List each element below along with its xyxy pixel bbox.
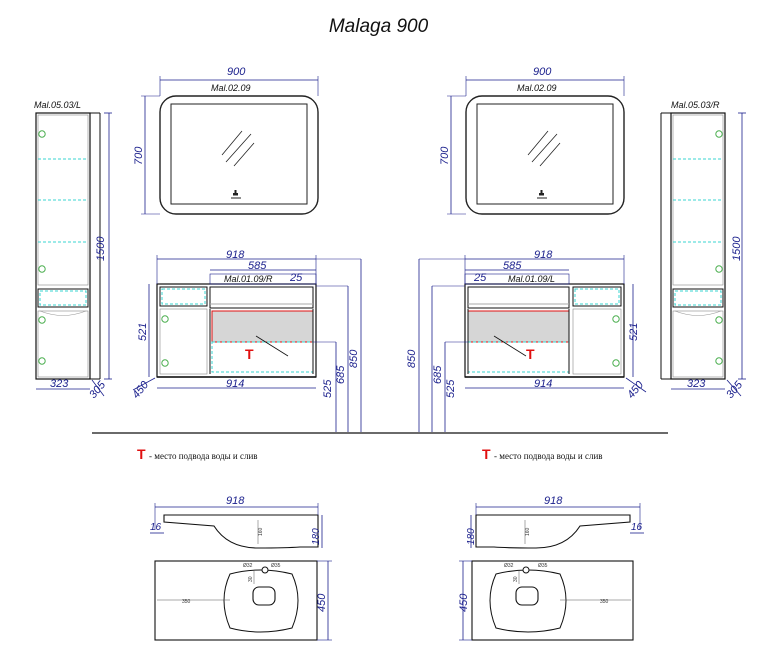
right-vanity-overall-width: 918 [534, 249, 553, 261]
left-vanity-overall-width: 918 [226, 249, 245, 261]
left-water-mark: T [245, 346, 254, 362]
left-column-width: 323 [50, 378, 69, 390]
right-basin-section [475, 514, 631, 549]
right-mirror-height: 700 [439, 146, 451, 165]
left-height-850: 850 [348, 349, 360, 368]
left-height-685: 685 [335, 365, 347, 384]
left-plan-dia1: Ø32 [243, 563, 253, 569]
left-basin-height: 180 [311, 528, 322, 545]
left-plan-small: 30 [248, 576, 254, 582]
right-legend-mark: T [482, 446, 491, 462]
left-vanity-code: Mal.01.09/R [224, 274, 273, 284]
left-column-height: 1500 [95, 236, 107, 261]
right-basin-thickness: 16 [631, 522, 643, 533]
left-column-depth: 305 [87, 378, 109, 400]
left-basin-section [163, 514, 319, 549]
page-title: Malaga 900 [328, 16, 429, 37]
left-column-code: Mal.05.03/L [34, 100, 81, 110]
right-mirror [465, 95, 625, 215]
right-vanity-depth: 450 [625, 378, 647, 400]
right-height-850: 850 [406, 349, 418, 368]
left-plan-dia2: Ø35 [271, 563, 281, 569]
right-vanity [464, 283, 625, 378]
right-height-685: 685 [432, 365, 444, 384]
right-basin-height: 180 [466, 528, 477, 545]
left-vanity-height: 521 [137, 323, 149, 341]
right-column-width: 323 [687, 378, 706, 390]
right-vanity-code: Mal.01.09/L [508, 274, 555, 284]
right-mirror-width: 900 [533, 66, 552, 78]
right-plan-offset: 350 [600, 599, 609, 605]
left-vanity-base-width: 914 [226, 378, 244, 390]
right-basin-plan [471, 560, 634, 641]
right-plan-depth: 450 [458, 593, 470, 612]
right-plan-dia1: Ø32 [504, 563, 514, 569]
right-plan-small: 30 [513, 576, 519, 582]
left-mirror-height: 700 [133, 146, 145, 165]
right-legend-text: - место подвода воды и слив [494, 451, 603, 461]
left-basin-width: 585 [248, 260, 267, 272]
left-height-525: 525 [322, 379, 334, 398]
left-legend-mark: T [137, 446, 146, 462]
right-column-height: 1500 [731, 236, 743, 261]
right-offset: 25 [473, 272, 487, 284]
left-offset: 25 [289, 272, 303, 284]
left-column-cabinet [35, 112, 101, 380]
left-basin-inner: 160 [258, 527, 264, 536]
right-height-525: 525 [445, 379, 457, 398]
right-plan-dia2: Ø35 [538, 563, 548, 569]
right-mirror-code: Mal.02.09 [517, 83, 557, 93]
right-column-cabinet [660, 112, 726, 380]
left-basin-plan [154, 560, 318, 641]
left-plan-offset: 350 [182, 599, 191, 605]
right-basin-inner: 160 [525, 527, 531, 536]
left-vanity [156, 283, 317, 378]
left-mirror [159, 95, 319, 215]
left-mirror-code: Mal.02.09 [211, 83, 251, 93]
left-plan-depth: 450 [316, 593, 328, 612]
left-mirror-width: 900 [227, 66, 246, 78]
right-basin-width: 918 [544, 495, 563, 507]
right-column-code: Mal.05.03/R [671, 100, 720, 110]
right-vanity-height: 521 [628, 323, 640, 341]
right-column-depth: 305 [724, 378, 746, 400]
right-water-mark: T [526, 346, 535, 362]
left-legend-text: - место подвода воды и слив [149, 451, 258, 461]
left-basin-width: 918 [226, 495, 245, 507]
left-basin-thickness: 16 [150, 522, 162, 533]
right-vanity-base-width: 914 [534, 378, 552, 390]
right-basin-width: 585 [503, 260, 522, 272]
